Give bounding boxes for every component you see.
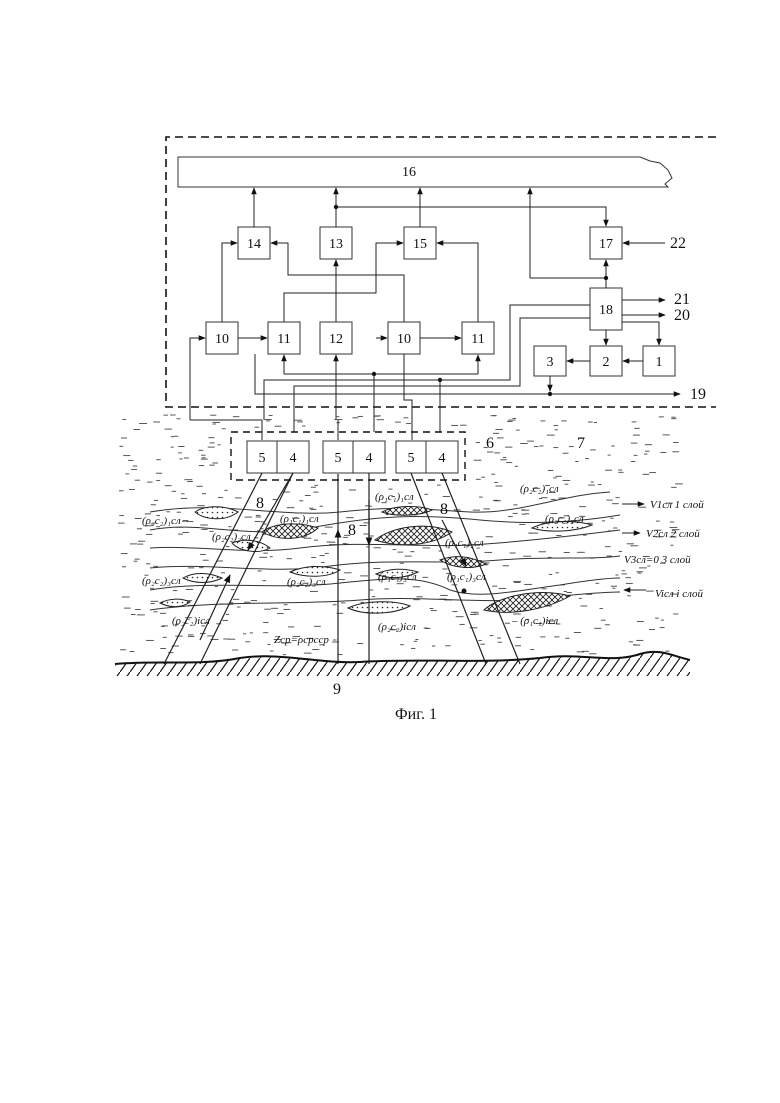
block-18: 18 (590, 288, 622, 330)
block-13: 13 (320, 227, 352, 259)
block-15: 15 (404, 227, 436, 259)
block-2: 2 (590, 346, 622, 376)
label-p2c2-2-right: (ρ₂c₂)₂сл (545, 513, 584, 525)
label-layer-2: V2сл 2 слой (646, 528, 700, 540)
ref-20: 20 (674, 307, 690, 324)
block-17-label: 17 (599, 237, 613, 252)
seabed (115, 652, 690, 676)
label-layer-3: V3сл=0 3 слой (624, 554, 691, 566)
label-p1c1-1-mid: (ρ₁c₁)₁сл (375, 491, 414, 503)
label-p2c2-i-mid: (ρ₂c₂)iсл (378, 621, 416, 633)
ref-8-middle: 8 (348, 522, 356, 539)
block-1: 1 (643, 346, 675, 376)
label-p2c2-3-mid: (ρ₂c₂)₃сл (287, 576, 326, 588)
ref-21: 21 (674, 291, 690, 308)
label-p1c1-3: (ρ₁c₁)₃сл (378, 571, 417, 583)
transducer-4c: 4 (426, 441, 458, 473)
label-p2c2-1: (ρ₂c₂)₁сл (142, 515, 181, 527)
transducer-5b: 5 (323, 441, 353, 473)
ref-8-left: 8 (256, 495, 264, 512)
label-p1c1-3-right: (ρ₁c₁)₃сл (447, 571, 486, 583)
block-12-label: 12 (329, 332, 343, 347)
label-zsr: Zср=ρсрcср (274, 634, 329, 646)
block-13-label: 13 (329, 237, 343, 252)
label-p2c2-2: (ρ₂c₂)₂сл (212, 531, 251, 543)
block-17: 17 (590, 227, 622, 259)
block-11-right: 11 (462, 322, 494, 354)
ref-7: 7 (577, 435, 585, 452)
label-layer-i: Viсл i слой (655, 588, 704, 600)
transducer-5c-label: 5 (408, 451, 415, 466)
transducer-5c: 5 (396, 441, 426, 473)
block-14: 14 (238, 227, 270, 259)
block-10-left: 10 (206, 322, 238, 354)
block-11-left: 11 (268, 322, 300, 354)
transducer-4b-label: 4 (366, 451, 373, 466)
block-3-label: 3 (547, 355, 554, 370)
transducer-5a-label: 5 (259, 451, 266, 466)
transducer-4b: 4 (353, 441, 385, 473)
block-3: 3 (534, 346, 566, 376)
block-10-right: 10 (388, 322, 420, 354)
ref-22: 22 (670, 235, 686, 252)
label-p1c1-i: – (ρ₁c₁)iсл (511, 615, 558, 627)
label-p1c1-1: (ρ₁c₁)₁сл (280, 513, 319, 525)
ref-6: 6 (486, 435, 494, 452)
block-15-label: 15 (413, 237, 427, 252)
block-10-right-label: 10 (397, 332, 411, 347)
transducer-4a: 4 (277, 441, 309, 473)
block-16: 16 (178, 157, 672, 187)
layer-labels: V1сл 1 слой V2сл 2 слой V3сл=0 3 слой Vi… (622, 499, 704, 600)
ref-9: 9 (333, 681, 341, 698)
block-18-label: 18 (599, 303, 613, 318)
block-10-left-label: 10 (215, 332, 229, 347)
block-16-label: 16 (402, 165, 416, 180)
label-layer-1: V1сл 1 слой (650, 499, 704, 511)
block-14-label: 14 (247, 237, 261, 252)
label-p1c1-2: (ρ₁c₁)₂сл (445, 537, 484, 549)
ref-19: 19 (690, 386, 706, 403)
label-p2c2-1-right: (ρ₂c₂)₁сл (520, 483, 559, 495)
transducer-4a-label: 4 (290, 451, 297, 466)
transducer-5b-label: 5 (335, 451, 342, 466)
block-1-label: 1 (656, 355, 663, 370)
transducer-4c-label: 4 (439, 451, 446, 466)
block-11-left-label: 11 (277, 332, 290, 347)
block-11-right-label: 11 (471, 332, 484, 347)
transducer-5a: 5 (247, 441, 277, 473)
block-2-label: 2 (603, 355, 610, 370)
label-p2c2-3: (ρ₂c₂)₃сл (142, 575, 181, 587)
block-12: 12 (320, 322, 352, 354)
acoustic-rays (164, 473, 520, 664)
ref-8-right: 8 (440, 501, 448, 518)
label-p2c2-i: (ρ₂c₂)iсл (172, 615, 210, 627)
figure-caption: Фиг. 1 (395, 706, 437, 723)
